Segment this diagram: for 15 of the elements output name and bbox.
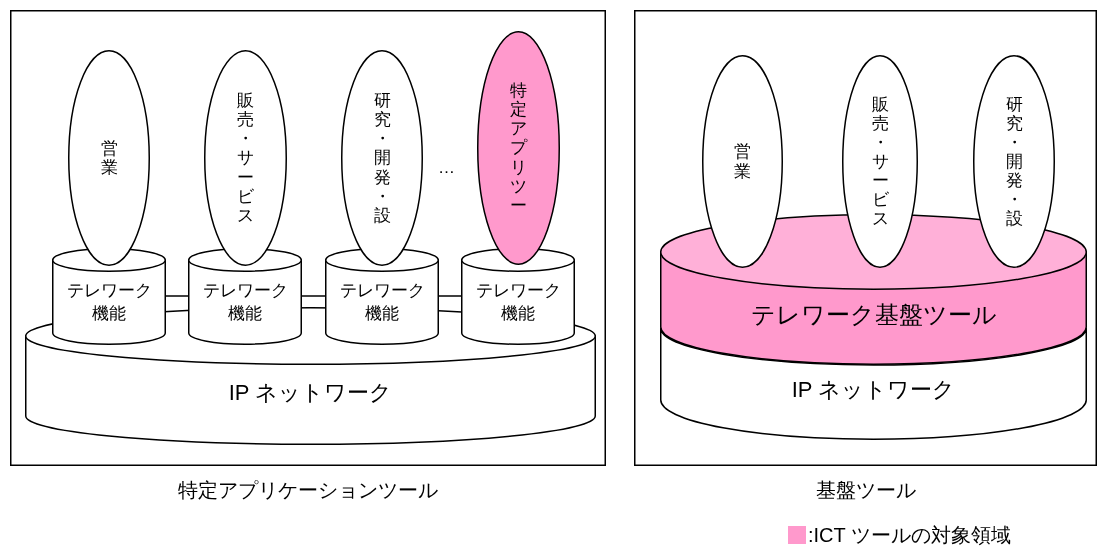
panel-caption: 特定アプリケーションツール	[178, 479, 438, 501]
oval: 販売・サービス	[842, 55, 918, 268]
oval: 研究・開発・設	[341, 50, 423, 266]
oval: 販売・サービス	[204, 50, 287, 266]
oval: 特定アプリツー	[477, 31, 560, 265]
oval: 研究・開発・設	[973, 55, 1055, 268]
panel-caption: 基盤ツール	[815, 479, 916, 501]
connector-line	[165, 295, 189, 297]
oval: 営業	[702, 55, 783, 268]
legend-text: :ICT ツールの対象領域	[808, 524, 1011, 546]
cylinder: IP ネットワーク	[660, 328, 1087, 440]
connector-line	[301, 295, 326, 297]
oval: 営業	[68, 50, 150, 266]
ellipsis: …	[438, 158, 455, 179]
connector-line	[438, 295, 462, 297]
